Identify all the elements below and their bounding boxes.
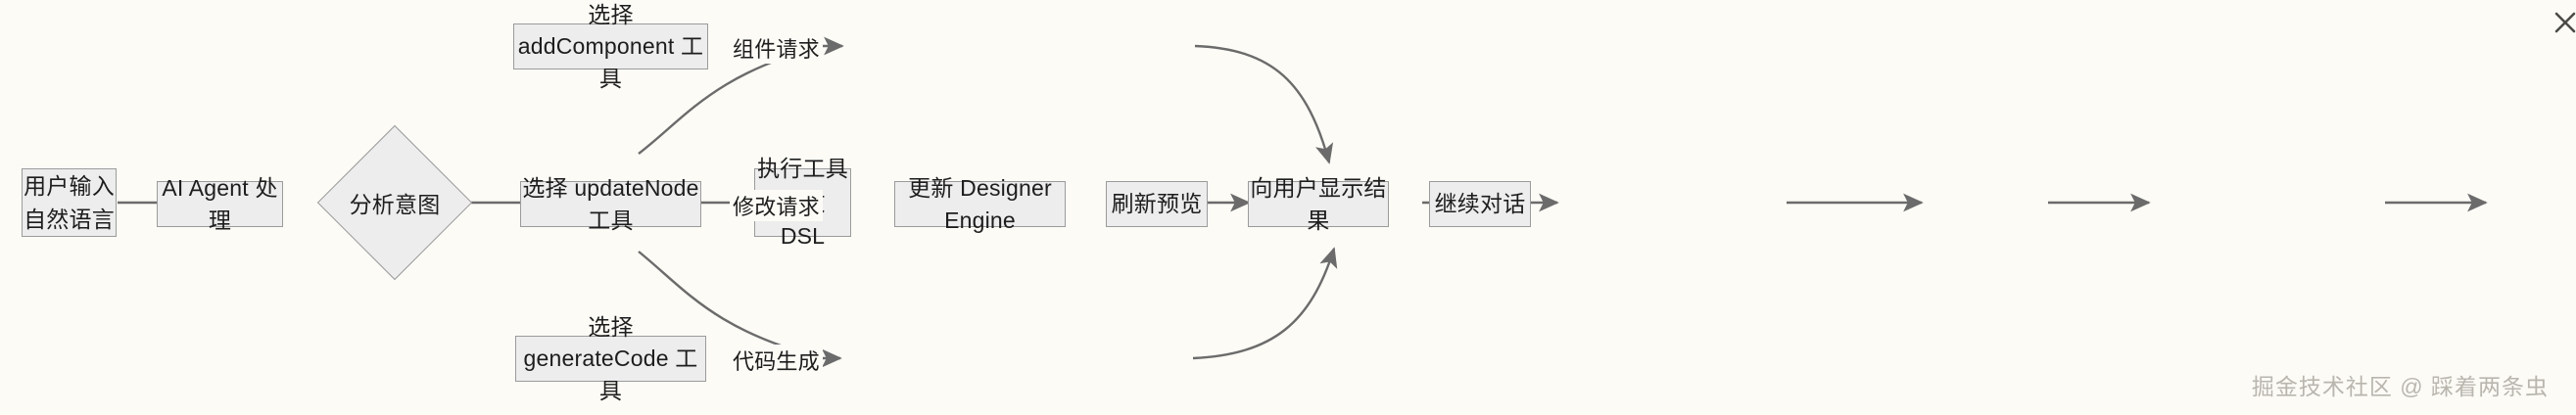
node-label: 更新 Designer Engine bbox=[908, 174, 1052, 233]
node-select-updatenode-tool[interactable]: 选择 updateNode 工具 bbox=[520, 175, 701, 233]
node-label: 向用户显示结果 bbox=[1250, 174, 1387, 233]
close-icon[interactable] bbox=[2549, 6, 2576, 39]
node-user-input[interactable]: 用户输入 自然语言 bbox=[22, 168, 117, 237]
node-refresh-preview[interactable]: 刷新预览 bbox=[1106, 181, 1208, 227]
edge-label-modify-request: 修改请求 bbox=[730, 190, 823, 221]
node-select-addcomponent-tool[interactable]: 选择 addComponent 工具 bbox=[513, 2, 708, 91]
edge-label-code-generation: 代码生成 bbox=[730, 345, 823, 376]
node-label: AI Agent 处理 bbox=[162, 174, 278, 233]
node-continue-conversation[interactable]: 继续对话 bbox=[1429, 181, 1531, 227]
edge-label-component-request: 组件请求 bbox=[730, 32, 823, 64]
node-label: 选择 generateCode 工具 bbox=[523, 313, 698, 403]
watermark: 掘金技术社区 @ 踩着两条虫 bbox=[2251, 374, 2549, 399]
node-analyze-intent[interactable]: 分析意图 bbox=[316, 124, 473, 281]
edge-n6-n7 bbox=[1192, 247, 1338, 360]
node-update-designer-engine[interactable]: 更新 Designer Engine bbox=[894, 175, 1066, 233]
edge-n4-n7 bbox=[1194, 44, 1334, 164]
node-label: 分析意图 bbox=[349, 192, 441, 217]
node-label: 用户输入 自然语言 bbox=[24, 172, 115, 233]
node-show-result-to-user[interactable]: 向用户显示结果 bbox=[1248, 175, 1389, 233]
node-ai-agent[interactable]: AI Agent 处理 bbox=[157, 175, 283, 233]
node-label: 继续对话 bbox=[1434, 191, 1526, 217]
node-select-generatecode-tool[interactable]: 选择 generateCode 工具 bbox=[515, 314, 706, 403]
node-label: 选择 addComponent 工具 bbox=[517, 1, 704, 91]
node-label: 刷新预览 bbox=[1111, 191, 1203, 217]
node-label: 选择 updateNode 工具 bbox=[522, 174, 699, 233]
